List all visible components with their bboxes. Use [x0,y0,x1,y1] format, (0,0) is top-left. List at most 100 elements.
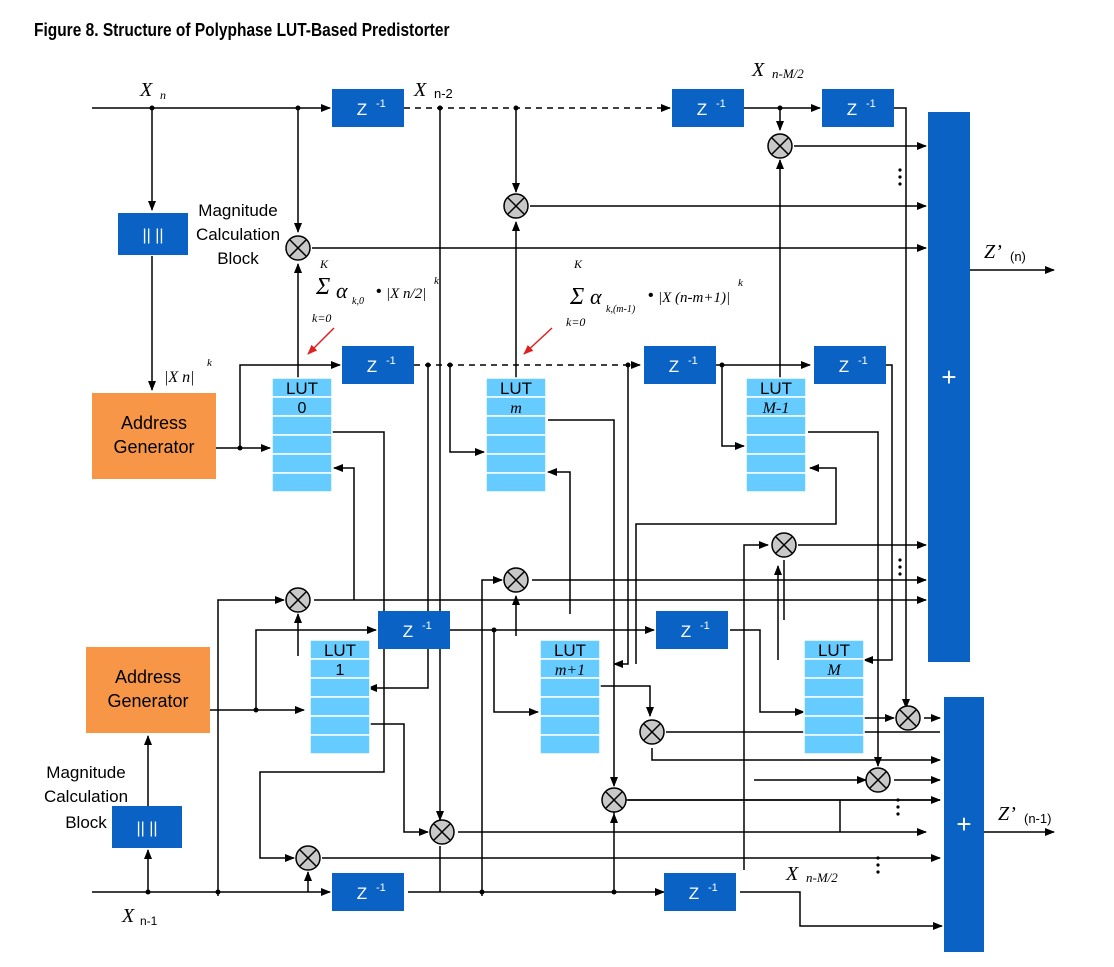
alpha-symbol: α [336,278,348,303]
delay-block: Z -1 [332,873,404,911]
signal-wire [743,541,769,870]
delay-symbol: Z [681,622,691,641]
delay-symbol: Z [367,357,377,376]
sum-lower: k=0 [566,315,585,329]
delay-block-rect [656,611,728,649]
signal-wire [613,365,629,668]
signal-wire [808,431,882,767]
lut-index: m+1 [555,662,585,679]
junction-dot [625,362,631,368]
delay-exponent: -1 [688,355,698,367]
delay-block-rect [332,89,404,127]
junction-dot [149,105,155,111]
annotation-arrow [307,327,335,355]
delay-exponent: -1 [716,98,726,110]
lut-index: M [826,662,842,679]
sum-upper: K [319,257,329,271]
junction-dot [295,105,301,111]
input-even-label: X [139,79,153,101]
input-odd-sub: n-1 [140,914,158,928]
delay-symbol: Z [403,622,413,641]
lut-cell [539,715,601,736]
input-odd-label: X [121,905,135,927]
delay-symbol: Z [839,357,849,376]
magnitude-label-line: Block [217,249,259,268]
ellipsis-dot [876,870,880,874]
ellipsis-dot [898,565,902,569]
signal-wire [635,464,837,664]
lut-label: LUT [760,379,792,398]
lut-cell [803,696,865,717]
ellipsis-dot [876,856,880,860]
multiplier-icon [895,705,921,731]
multiplier-icon [503,567,529,593]
delay-block: Z-1 [664,873,736,911]
ellipsis-dot [896,805,900,809]
delay-exponent: -1 [376,98,386,110]
ellipsis-dot [896,812,900,816]
lut-index: 1 [336,662,345,679]
address-generator-line2: Generator [113,437,194,457]
ellipsis-dot [898,572,902,576]
delay-symbol: Z [669,357,679,376]
delay-exponent: -1 [386,355,396,367]
junction-dot [237,445,243,451]
delay-block-rect [672,89,744,127]
alpha-sub: k,0 [352,296,364,307]
delay-block-rect [378,611,450,649]
magnitude-label-line: Magnitude [46,763,125,782]
signal-wire [730,629,805,716]
signal-wire [370,723,429,836]
lut-label: LUT [286,379,318,398]
sum-sigma: Σ [315,274,330,300]
tap-label: X [751,59,765,81]
signal-wire [547,468,571,614]
delay-exponent: -1 [700,620,710,632]
junction-dot [437,105,443,111]
lut-label: LUT [500,379,532,398]
lut-cell [803,734,865,755]
lut-cell [539,734,601,755]
delay-exponent: -1 [376,882,386,894]
sum-lower: k=0 [312,311,331,325]
junction-dot [447,362,453,368]
adder-odd: + [944,697,984,952]
signal-wire [481,576,503,896]
signal-wire [740,891,943,930]
junction-dot [253,707,259,713]
signal-wire [259,431,385,862]
magnitude-block-even: || || [118,213,188,255]
junction-dot [479,889,485,895]
multiplier-icon [767,133,793,159]
signal-wire [333,464,355,600]
lut-cell [745,453,807,474]
lut-cell [539,677,601,698]
junction-dot [425,362,431,368]
signal-wire [217,596,285,896]
signal-wire [548,419,618,787]
junction-dot [777,105,783,111]
lut-index: M-1 [762,400,790,417]
output-odd-sub: (n-1) [1024,811,1051,826]
lut-cell [485,434,547,455]
tap-sub: n-2 [434,86,453,101]
abs-term-exp: k [434,275,440,287]
signal-wire [894,107,917,715]
address-generator-odd: Address Generator [86,647,210,733]
multiplier-icon [429,819,455,845]
magnitude-label-line: Block [65,813,107,832]
multiplier-icon [865,767,891,793]
abs-xn-exp: k [207,357,213,369]
signal-wire [596,685,654,717]
delay-symbol: Z [357,884,367,903]
address-generator-even: Address Generator [92,393,216,479]
delay-block: Z-1 [672,89,744,127]
lut-cell [539,696,601,717]
address-generator-line2: Generator [107,691,188,711]
signal-wire [255,626,377,710]
lut-cell [803,677,865,698]
delay-symbol: Z [847,100,857,119]
lut-cell [745,472,807,493]
